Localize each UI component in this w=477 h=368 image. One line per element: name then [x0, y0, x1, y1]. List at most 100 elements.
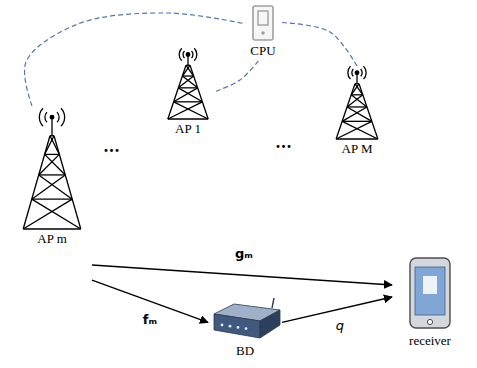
node-label: AP M	[328, 141, 386, 156]
bd-light	[237, 326, 240, 329]
cpu-button	[261, 31, 265, 35]
tower-brace	[32, 199, 81, 229]
node-label: BD	[208, 343, 282, 358]
node-label: CPU	[244, 43, 282, 58]
tower-symbol	[168, 48, 208, 119]
tower-brace	[182, 65, 190, 76]
tower-brace	[45, 154, 66, 175]
node-icon	[12, 106, 92, 230]
signal-wave	[183, 51, 184, 58]
signal-wave	[192, 51, 193, 58]
tower-brace	[39, 175, 72, 199]
tower-brace	[23, 228, 81, 229]
tower-brace	[342, 121, 378, 139]
tower-brace	[39, 174, 66, 175]
bd-symbol	[214, 298, 280, 338]
tower-brace	[178, 88, 202, 102]
tower-brace	[45, 154, 60, 155]
bd-light	[245, 327, 248, 330]
tower-brace	[342, 121, 372, 122]
tower-brace	[355, 84, 363, 95]
channel-label: q	[334, 318, 346, 334]
tower-brace	[347, 95, 363, 107]
tower-brace	[39, 154, 60, 175]
phone-screen	[415, 267, 445, 315]
tower-brace	[182, 76, 197, 88]
channel-label: fₘ	[141, 312, 159, 328]
bd-front	[214, 314, 260, 338]
tower-brace	[168, 118, 208, 119]
signal-wave	[352, 69, 353, 76]
tower-brace	[174, 88, 198, 102]
tower-brace	[336, 138, 378, 139]
channel-label: gₘ	[233, 246, 255, 262]
phone-icon	[423, 276, 437, 294]
tower-brace	[50, 136, 59, 155]
signal-wave	[361, 69, 362, 76]
fronthaul-link	[282, 22, 357, 66]
bd-side	[260, 310, 280, 338]
receiver-device: receiver	[392, 252, 468, 356]
node-icon	[160, 48, 216, 120]
tower-brace	[347, 107, 372, 121]
signal-wave	[194, 48, 197, 61]
backscatter-device: BD	[208, 296, 282, 362]
tower-brace	[342, 107, 367, 121]
tower-brace	[32, 175, 65, 199]
phone-body	[410, 258, 450, 328]
signal-wave	[57, 112, 59, 122]
tower-brace	[347, 106, 367, 107]
antenna-mast	[51, 117, 52, 136]
tower-brace	[45, 136, 54, 155]
signal-wave	[45, 112, 47, 122]
ellipsis-mark: ...	[274, 134, 295, 150]
tower-brace	[168, 102, 203, 119]
access-point: AP 1	[160, 48, 216, 144]
bd-antenna	[272, 298, 274, 308]
tower-brace	[178, 87, 197, 88]
fronthaul-link	[216, 60, 259, 91]
node-icon	[392, 252, 468, 332]
fronthaul-link	[25, 13, 244, 106]
tower-brace	[351, 95, 367, 107]
cpu-case	[253, 6, 273, 40]
phone-button	[427, 319, 432, 324]
cpu-symbol	[253, 6, 273, 40]
channel-arrow	[92, 265, 392, 285]
cpu-drive	[258, 11, 268, 25]
tower-symbol	[23, 108, 81, 229]
signal-wave	[39, 108, 43, 126]
tower-brace	[351, 94, 363, 95]
node-label: AP 1	[160, 121, 216, 136]
bd-light	[229, 325, 232, 328]
tower-brace	[186, 65, 194, 76]
tower-brace	[32, 199, 72, 200]
tower-brace	[174, 102, 209, 119]
tower-brace	[351, 84, 359, 95]
signal-wave	[179, 48, 182, 61]
signal-wave	[348, 66, 351, 79]
node-icon	[244, 4, 282, 42]
node-label: AP m	[12, 231, 92, 246]
signal-wave	[363, 66, 366, 79]
ellipsis-mark: ...	[102, 138, 123, 154]
tower-symbol	[336, 66, 378, 139]
cpu-node: CPU	[244, 4, 282, 60]
signal-wave	[61, 108, 65, 126]
tower-brace	[174, 101, 203, 102]
antenna-tip	[186, 53, 190, 57]
tower-brace	[23, 199, 72, 229]
tower-brace	[178, 76, 193, 88]
node-label: receiver	[392, 333, 468, 348]
tower-brace	[336, 121, 372, 139]
antenna-tip	[50, 115, 54, 119]
access-point: AP m	[12, 106, 92, 286]
tower-brace	[182, 75, 193, 76]
phone-symbol	[410, 258, 450, 328]
node-icon	[208, 296, 282, 342]
node-icon	[328, 66, 386, 140]
bd-light	[221, 324, 224, 327]
access-point: AP M	[328, 66, 386, 162]
